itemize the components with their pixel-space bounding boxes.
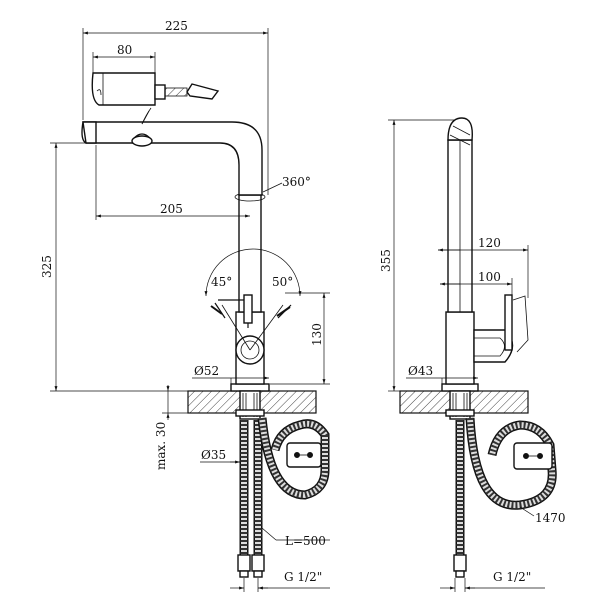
dim-pullout-hose-label: 1470: [535, 511, 566, 525]
dim-rotation-label: 360°: [282, 175, 311, 189]
faucet-body-right: [445, 311, 475, 385]
left-view: 225 80 205 360° 325 45° 50° 130 Ø52: [40, 19, 330, 592]
spray-button: [131, 135, 153, 147]
dim-thread-right-label: G 1/2": [493, 570, 531, 584]
dim-body-diameter-label: Ø52: [194, 364, 219, 378]
spout-arm: [81, 121, 263, 196]
dim-shank-diameter-label: Ø35: [201, 448, 226, 462]
dim-hose-length-label: L=500: [285, 534, 326, 548]
dim-body-diameter-right-label: Ø43: [408, 364, 433, 378]
dim-angle-right-label: 50°: [272, 275, 293, 289]
hose-weight-left: [286, 442, 322, 468]
dim-angle-left-label: 45°: [211, 275, 232, 289]
dim-body-reach-label: 100: [478, 270, 501, 284]
hose-weight-right: [513, 442, 553, 470]
dim-lever-reach-label: 120: [478, 236, 501, 250]
dim-thread-left-label: G 1/2": [284, 570, 322, 584]
dim-body-height-label: 130: [310, 323, 324, 346]
right-view: 355 120 100 Ø43 1470 G 1/2": [379, 117, 566, 592]
dim-reach-label: 205: [160, 202, 183, 216]
dim-max-thickness-label: max. 30: [154, 422, 168, 470]
spray-head-detail: [91, 72, 220, 106]
dim-height-right-label: 355: [379, 249, 393, 272]
dim-spray-label: 80: [117, 43, 132, 57]
dim-width-label: 225: [165, 19, 188, 33]
dim-height-label: 325: [40, 255, 54, 278]
base-plate-left: [230, 383, 270, 392]
